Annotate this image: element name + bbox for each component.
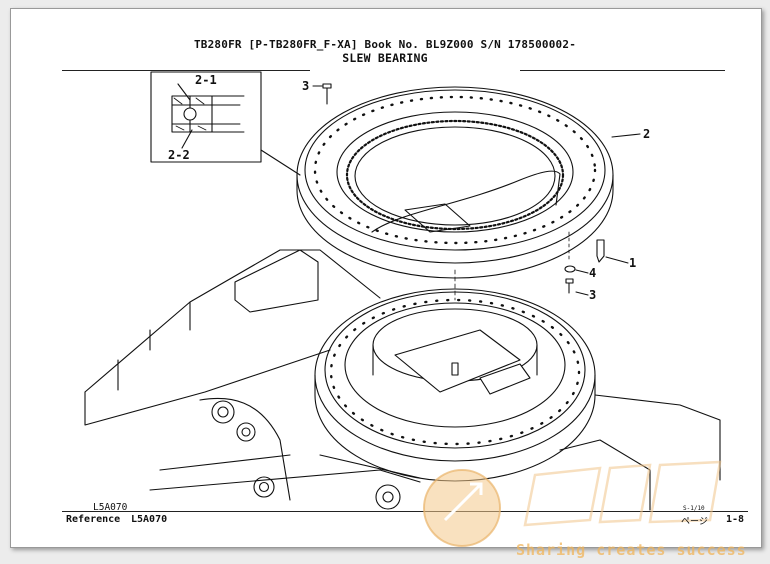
drawing-code: L5A070 xyxy=(93,502,128,513)
page-label: ページ xyxy=(681,517,708,527)
callout-2-1: 2-1 xyxy=(195,73,217,87)
callout-2-2: 2-2 xyxy=(168,148,190,162)
machine-frame xyxy=(84,249,721,511)
header-rule-left xyxy=(62,70,310,71)
inner-frame-view xyxy=(371,170,561,233)
pin-1 xyxy=(596,239,629,264)
washer-4 xyxy=(564,265,589,274)
reference-value: L5A070 xyxy=(131,514,168,525)
callout-bolt-bottom: 3 xyxy=(589,288,597,302)
callout-ring: 2 xyxy=(643,127,651,141)
header-rule-right xyxy=(520,70,725,71)
bottom-bolt-3 xyxy=(565,231,589,296)
watermark-logo xyxy=(423,460,722,547)
reference-label: Reference xyxy=(66,514,121,525)
page-title: SLEW BEARING xyxy=(342,51,428,65)
detail-leader xyxy=(260,149,301,176)
page-tiny-label: S-1/10 xyxy=(683,505,705,512)
callout-bolt-top: 3 xyxy=(302,79,310,93)
detail-inset-box xyxy=(150,71,262,163)
slew-bearing-ring xyxy=(296,86,614,279)
footer-rule xyxy=(62,511,748,512)
watermark-tagline: Sharing creates success xyxy=(516,541,747,559)
bearing-cross-section xyxy=(171,83,245,149)
header-model-info: TB280FR [P-TB280FR_F-XA] Book No. BL9Z00… xyxy=(193,38,577,51)
drawing-sheet xyxy=(10,8,762,548)
callout-pin: 1 xyxy=(629,256,637,270)
turntable-ring xyxy=(314,288,596,482)
callout-washer: 4 xyxy=(589,266,597,280)
callout-leader-2 xyxy=(611,133,641,138)
inner-bracket xyxy=(404,203,471,233)
page-number: 1-8 xyxy=(726,514,745,525)
top-bolt-3 xyxy=(322,83,332,105)
